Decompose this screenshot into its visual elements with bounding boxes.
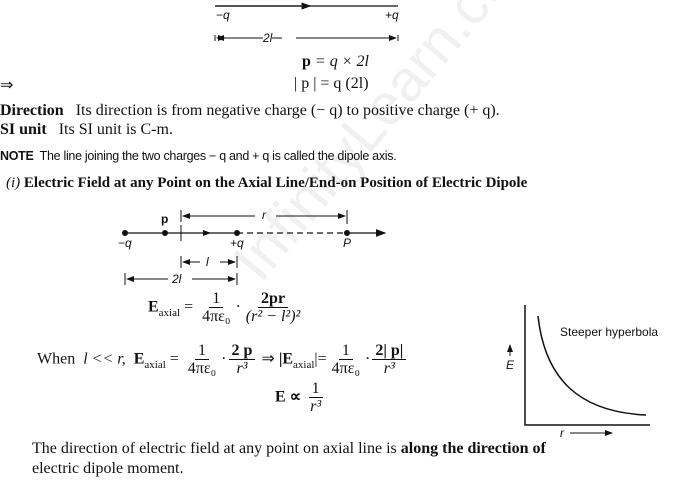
numerator: 1 bbox=[338, 342, 353, 360]
hyperbola-graph bbox=[507, 305, 650, 436]
si-unit-line: SI unit Its SI unit is C-m. bbox=[0, 121, 173, 139]
p-rhs: = q × 2l bbox=[314, 53, 369, 70]
equation-p: p = q × 2l bbox=[302, 53, 369, 71]
abs-bar: | bbox=[314, 350, 318, 368]
denominator: 4πε₀ bbox=[187, 360, 217, 377]
numerator: 2| p| bbox=[372, 342, 407, 360]
numerator: 2 p bbox=[228, 342, 256, 360]
axial-2l-label: 2l bbox=[172, 272, 182, 286]
numerator: 2pr bbox=[258, 290, 289, 308]
conclusion-line-1: The direction of electric field at any p… bbox=[32, 440, 546, 458]
subscript: axial bbox=[158, 306, 181, 319]
note-line: NOTE The line joining the two charges − … bbox=[0, 149, 397, 163]
equation-p-magnitude: | p | = q (2l) bbox=[294, 75, 369, 92]
abs-E: |E bbox=[278, 350, 294, 368]
note-label: NOTE bbox=[0, 149, 34, 163]
E-symbol: E bbox=[148, 298, 159, 316]
graph-x-label: r bbox=[560, 426, 564, 440]
direction-label: Direction bbox=[0, 102, 64, 119]
direction-text: Its direction is from negative charge (−… bbox=[75, 102, 500, 119]
direction-line: Direction Its direction is from negative… bbox=[0, 102, 500, 120]
heading-text: Electric Field at any Point on the Axial… bbox=[23, 175, 528, 191]
heading-number: (i) bbox=[6, 175, 21, 191]
denominator: (r² − l²)² bbox=[245, 308, 301, 325]
graph-y-label: E bbox=[506, 358, 515, 372]
denominator: r³ bbox=[383, 360, 395, 377]
denominator: r³ bbox=[236, 360, 248, 377]
axial-r-label: r bbox=[262, 208, 266, 222]
denominator: 4πε₀ bbox=[202, 308, 231, 325]
implies-symbol: ⇒ bbox=[0, 77, 14, 94]
axial-neg-label: −q bbox=[118, 236, 132, 250]
separation-label: 2l bbox=[263, 31, 273, 45]
p-symbol: p bbox=[302, 53, 311, 70]
axial-figure bbox=[122, 210, 387, 285]
denominator: r³ bbox=[310, 398, 322, 415]
denominator: 4πε₀ bbox=[331, 360, 361, 377]
note-text: The line joining the two charges − q and… bbox=[39, 149, 397, 163]
numerator: 1 bbox=[209, 290, 224, 308]
axial-point-label: P bbox=[343, 236, 352, 250]
proportional-lhs: E ∝ bbox=[275, 388, 302, 406]
si-unit-text: Its SI unit is C-m. bbox=[58, 121, 173, 138]
axial-pos-label: +q bbox=[230, 236, 244, 250]
E-symbol: E bbox=[133, 350, 145, 368]
dipole-figure bbox=[214, 2, 399, 41]
si-unit-label: SI unit bbox=[0, 121, 47, 138]
condition: l << r, bbox=[83, 350, 126, 368]
graph-curve-label: Steeper hyperbola bbox=[560, 325, 659, 339]
numerator: 1 bbox=[308, 380, 323, 398]
numerator: 1 bbox=[194, 342, 209, 360]
conclusion-text: The direction of electric field at any p… bbox=[32, 440, 401, 457]
subscript: axial bbox=[144, 358, 166, 371]
pos-charge-label: +q bbox=[385, 8, 399, 22]
section-heading: (i) Electric Field at any Point on the A… bbox=[6, 175, 527, 192]
axial-dipole-label: p bbox=[161, 212, 169, 226]
neg-charge-label: −q bbox=[216, 8, 230, 22]
implies: ⇒ bbox=[261, 350, 275, 368]
conclusion-line-2: electric dipole moment. bbox=[32, 460, 184, 477]
subscript: axial bbox=[293, 358, 315, 371]
when-text: When bbox=[37, 350, 76, 368]
conclusion-bold: along the direction of bbox=[400, 440, 546, 457]
axial-l-label: l bbox=[206, 255, 209, 269]
